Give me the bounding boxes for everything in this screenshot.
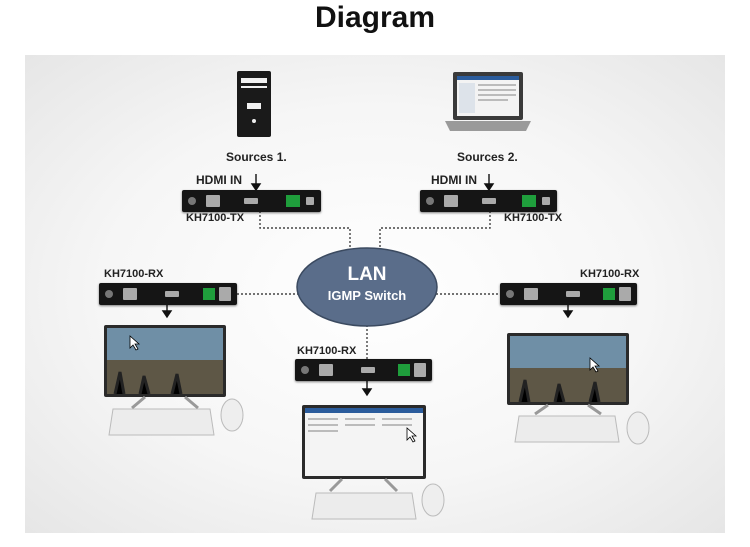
mouse-center-icon bbox=[421, 483, 445, 517]
mouse-left-icon bbox=[220, 398, 244, 432]
mouse-right-icon bbox=[626, 411, 650, 445]
keyboard-left-icon bbox=[108, 408, 215, 436]
tx2-model-label: KH7100-TX bbox=[504, 212, 563, 224]
tx2-hdmi-in-label: HDMI IN bbox=[431, 173, 477, 187]
laptop-icon bbox=[445, 72, 531, 131]
keyboard-center-icon bbox=[311, 492, 417, 520]
monitor-left-icon bbox=[104, 325, 226, 410]
cursor-icon bbox=[129, 335, 141, 351]
rx-left-model-label: KH7100-RX bbox=[104, 268, 164, 280]
source-2-label: Sources 2. bbox=[457, 150, 518, 164]
link-tx2-lan bbox=[379, 211, 491, 262]
monitor-right-icon bbox=[507, 333, 629, 416]
source-1-label: Sources 1. bbox=[226, 150, 287, 164]
receiver-center bbox=[295, 359, 432, 381]
cursor-icon bbox=[589, 357, 601, 373]
tx1-hdmi-in-label: HDMI IN bbox=[196, 173, 242, 187]
lan-hub-ellipse bbox=[296, 247, 438, 327]
link-tx1-lan bbox=[259, 211, 351, 262]
rx-right-model-label: KH7100-RX bbox=[580, 268, 640, 280]
receiver-right bbox=[500, 283, 637, 305]
page-title: Diagram bbox=[314, 1, 436, 34]
hub-title: LAN bbox=[347, 264, 386, 285]
keyboard-right-icon bbox=[514, 415, 620, 443]
desktop-pc-icon bbox=[237, 71, 271, 137]
tx1-model-label: KH7100-TX bbox=[186, 212, 245, 224]
cursor-icon bbox=[406, 427, 418, 443]
transmitter-2 bbox=[420, 190, 557, 212]
rx-center-model-label: KH7100-RX bbox=[297, 345, 357, 357]
receiver-left bbox=[99, 283, 237, 305]
hub-subtitle: IGMP Switch bbox=[328, 288, 407, 303]
monitor-center-icon bbox=[302, 405, 426, 493]
transmitter-1 bbox=[182, 190, 321, 212]
